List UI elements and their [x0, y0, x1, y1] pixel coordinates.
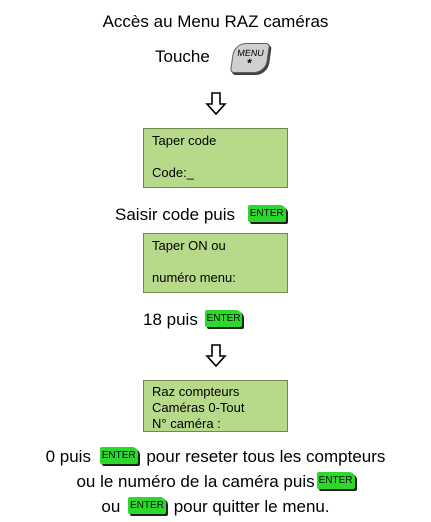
lcd-line: Raz compteurs [152, 384, 240, 399]
instruction-text: 0 puis [45, 447, 91, 466]
lcd-line: N° caméra : [152, 416, 221, 431]
step-saisir-code: Saisir code puis ENTER [115, 205, 286, 225]
enter-key-icon: ENTER [204, 310, 243, 328]
step-text: 18 puis [143, 310, 198, 329]
lcd-line: Taper ON ou [152, 238, 226, 253]
instruction-text: ou le numéro de la caméra puis [76, 472, 315, 491]
instruction-text: ou [101, 497, 121, 516]
instruction-line-3: ou ENTER pour quitter le menu. [0, 497, 431, 517]
menu-key-icon: MENU * [229, 43, 271, 73]
enter-key-icon: ENTER [99, 447, 138, 465]
menu-key-line2: * [245, 56, 253, 70]
down-arrow-icon [205, 92, 227, 116]
lcd-line: Taper code [152, 133, 217, 148]
lcd-screen-raz: Raz compteurs Caméras 0-Tout N° caméra : [143, 380, 288, 432]
lcd-line: numéro menu: [152, 270, 236, 285]
enter-key-icon: ENTER [316, 472, 355, 490]
lcd-screen-menu: Taper ON ou numéro menu: [143, 233, 288, 293]
step-18: 18 puis ENTER [143, 310, 243, 330]
lcd-line: Code:_ [152, 165, 194, 180]
touche-label: Touche [155, 47, 210, 66]
enter-key-icon: ENTER [247, 205, 286, 223]
lcd-line: Caméras 0-Tout [152, 400, 245, 415]
page-title: Accès au Menu RAZ caméras [102, 12, 329, 31]
enter-key-icon: ENTER [128, 497, 166, 515]
lcd-screen-code: Taper code Code:_ [143, 128, 288, 188]
step-text: Saisir code puis [115, 205, 236, 224]
instruction-text: pour reseter tous les compteurs [146, 447, 386, 466]
down-arrow-icon [205, 344, 227, 368]
instruction-line-1: 0 puis ENTER pour reseter tous les compt… [0, 447, 431, 467]
instruction-text: pour quitter le menu. [173, 497, 330, 516]
